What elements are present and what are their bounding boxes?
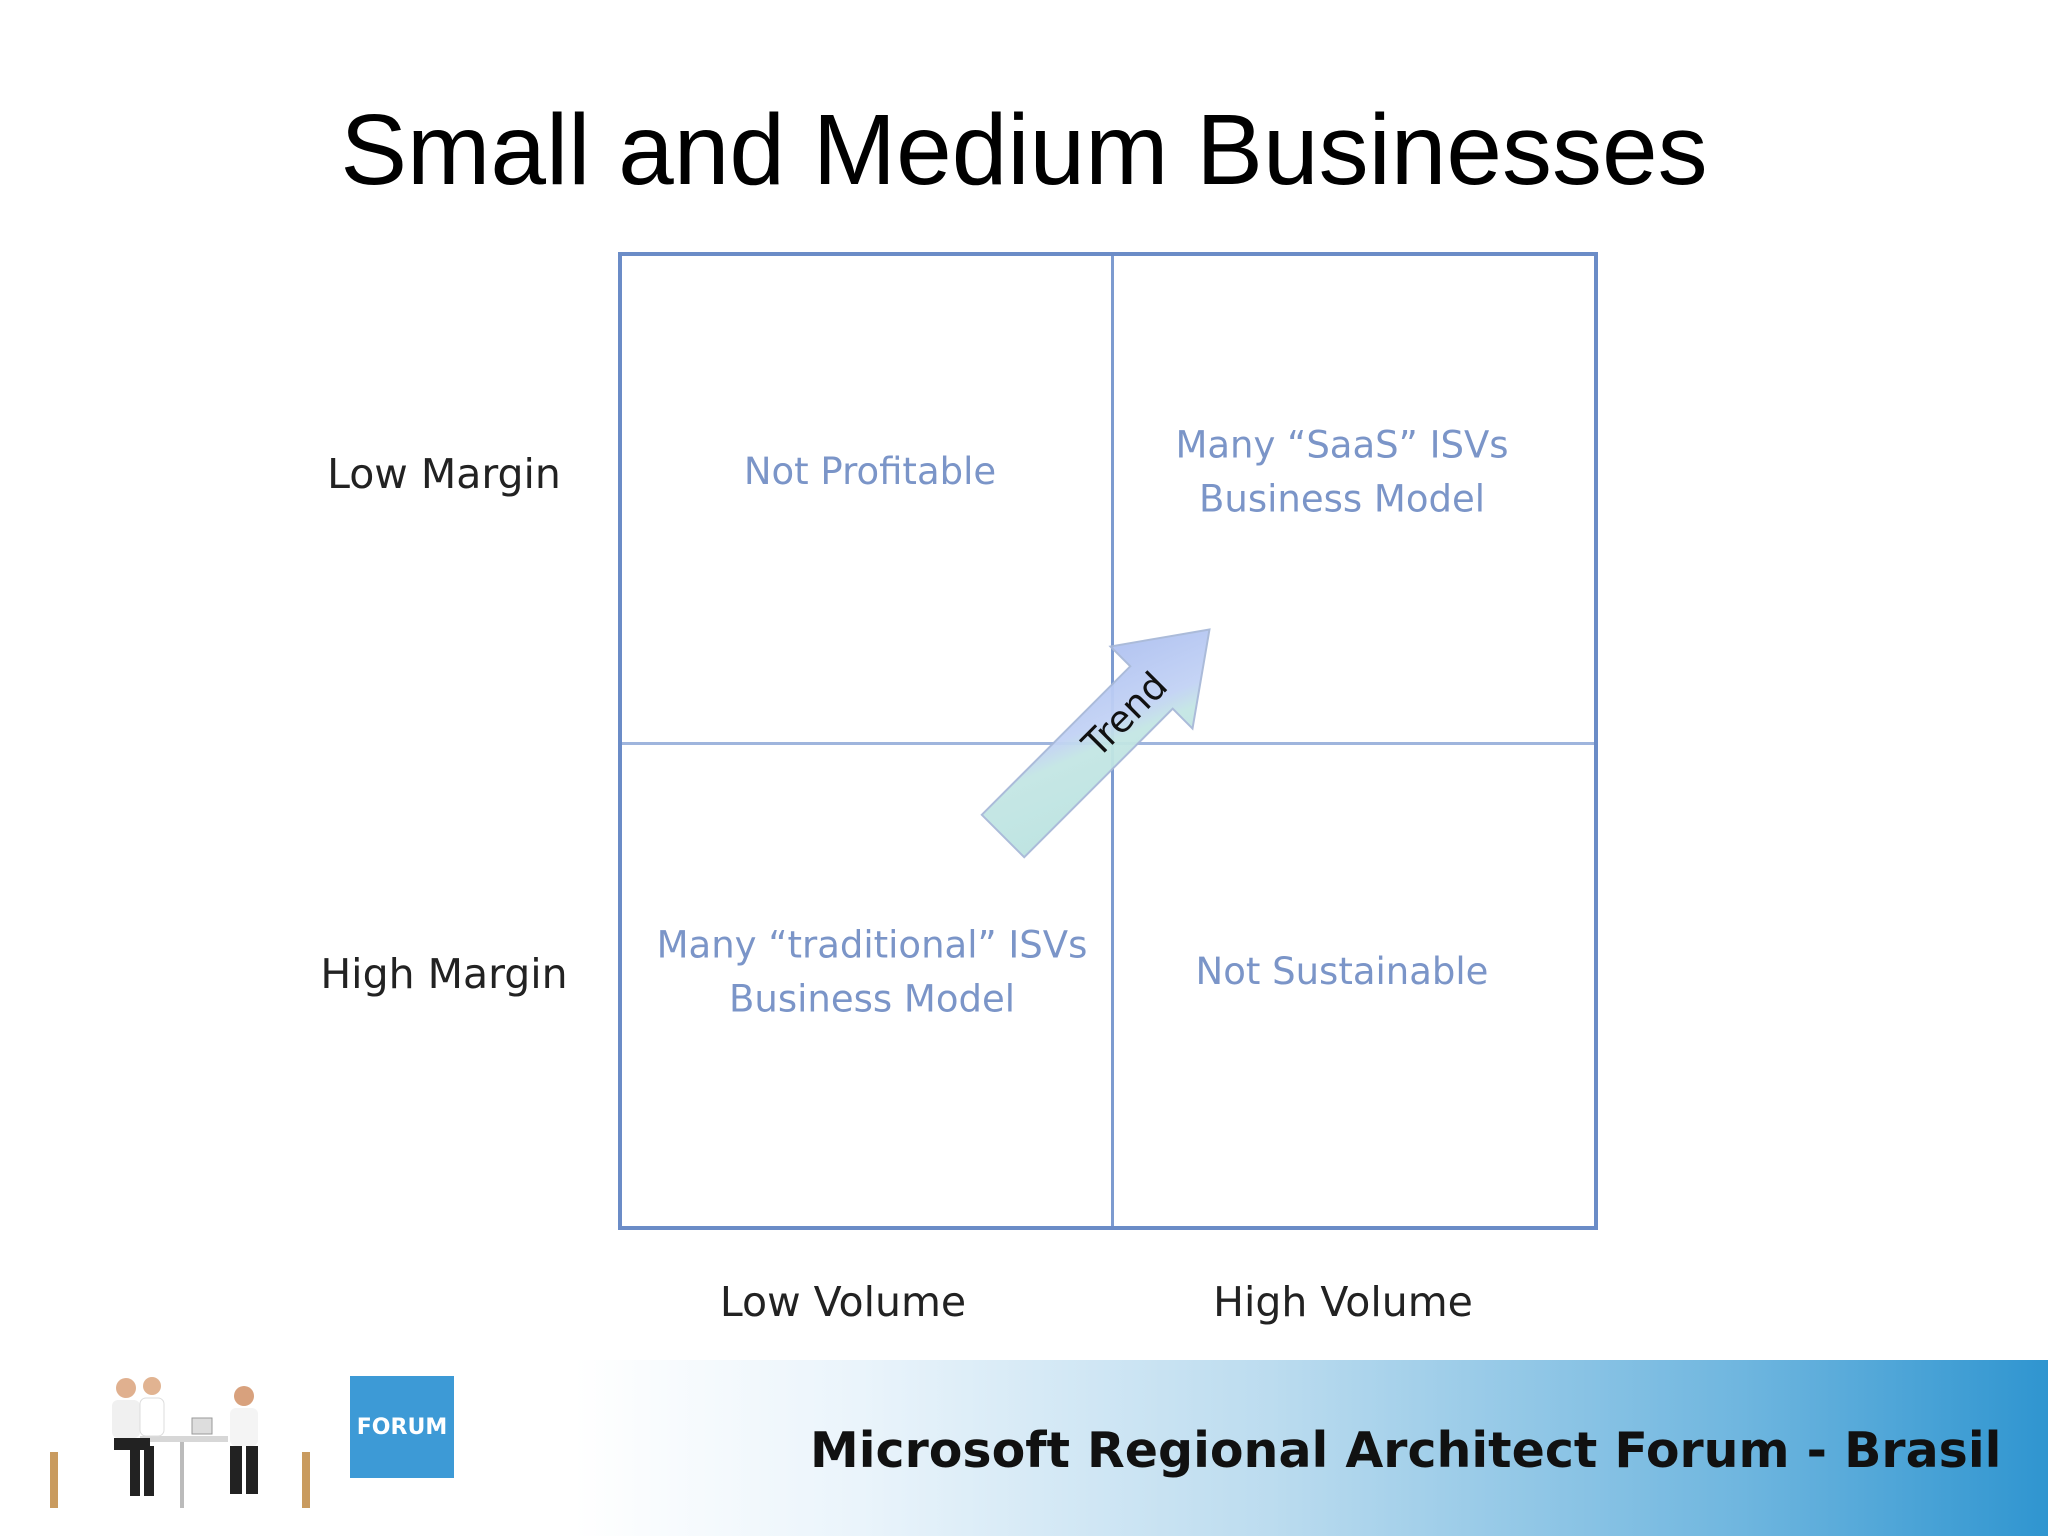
quadrant-top-right: Many “SaaS” ISVs Business Model: [1175, 418, 1508, 525]
column-label-high-volume: High Volume: [1213, 1278, 1473, 1326]
quadrant-top-right-line-1: Many “SaaS” ISVs: [1175, 423, 1509, 467]
forum-logo: FORUM: [350, 1376, 454, 1478]
slide-title: Small and Medium Businesses: [340, 94, 1708, 206]
quadrant-bottom-left-line-2: Business Model: [728, 977, 1015, 1020]
quadrant-bottom-right-line-1: Not Sustainable: [1195, 950, 1489, 994]
row-label-high-margin: High Margin: [320, 950, 568, 998]
quadrant-bottom-left: Many “traditional” ISVs Business Model: [657, 918, 1088, 1025]
quadrant-top-right-line-2: Business Model: [1198, 477, 1486, 520]
quadrant-top-left-line-1: Not Profitable: [743, 450, 997, 494]
footer-event-title: Microsoft Regional Architect Forum - Bra…: [810, 1422, 2002, 1479]
grid-vertical-divider: [1111, 256, 1114, 1226]
grid-horizontal-divider: [622, 742, 1594, 745]
quadrant-grid: [618, 252, 1598, 1230]
footer-band: [0, 1360, 2048, 1536]
quadrant-bottom-left-line-1: Many “traditional” ISVs: [656, 923, 1088, 967]
column-label-low-volume: Low Volume: [719, 1278, 967, 1326]
row-label-low-margin: Low Margin: [327, 450, 561, 498]
quadrant-top-left: Not Profitable: [744, 445, 996, 499]
forum-logo-text: FORUM: [356, 1414, 448, 1440]
quadrant-bottom-right: Not Sustainable: [1196, 945, 1489, 999]
people-meeting-illustration: [50, 1377, 310, 1508]
